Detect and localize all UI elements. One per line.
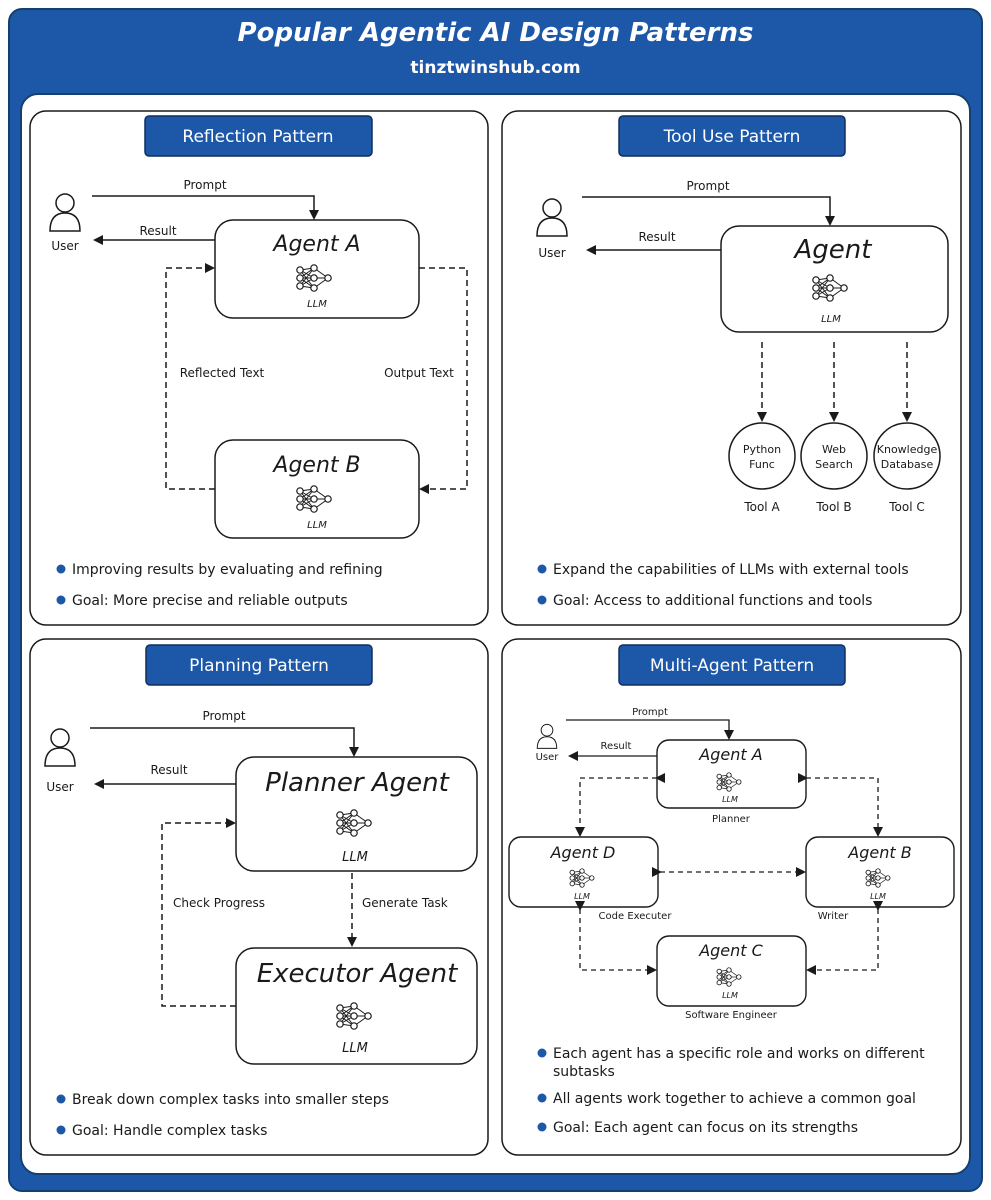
software-engineer-role-label: Software Engineer: [685, 1010, 778, 1021]
llm-label: LLM: [870, 892, 886, 901]
llm-label: LLM: [722, 795, 738, 804]
tool-b-label: Tool B: [815, 500, 851, 514]
prompt-arrow: [566, 719, 734, 740]
bullet-text: Improving results by evaluating and refi…: [72, 562, 383, 578]
multi-agent-panel: Multi-Agent Pattern User Prompt Result A…: [501, 638, 962, 1156]
bullet-dot: [537, 1122, 547, 1132]
agent-b-label: Agent B: [847, 843, 911, 862]
page-subtitle: tinztwinshub.com: [410, 58, 581, 78]
bullet-dot: [537, 595, 547, 605]
llm-label: LLM: [722, 991, 738, 1000]
llm-label: LLM: [342, 1041, 368, 1056]
bullet-dot: [537, 1048, 547, 1058]
result-label: Result: [150, 763, 187, 777]
bullet-text: Expand the capabilities of LLMs with ext…: [553, 562, 909, 578]
llm-label: LLM: [307, 520, 327, 531]
prompt-arrow: [90, 727, 359, 757]
generate-task-label: Generate Task: [362, 896, 448, 910]
bullet-dot: [537, 564, 547, 574]
bullet-dot: [56, 1094, 66, 1104]
planning-title: Planning Pattern: [189, 656, 329, 676]
tool-a-text: Python: [743, 443, 781, 456]
planning-panel: Planning Pattern User Prompt Result Plan…: [29, 638, 489, 1156]
agent-label: Agent: [793, 235, 873, 265]
llm-label: LLM: [574, 892, 590, 901]
tool-b-text: Web: [822, 443, 846, 456]
output-text-label: Output Text: [384, 366, 454, 380]
bullet-dot: [537, 1093, 547, 1103]
tool-a-label: Tool A: [743, 500, 780, 514]
check-progress-label: Check Progress: [173, 896, 265, 910]
tool-b-circle: [800, 422, 868, 490]
check-progress-arrow: [161, 818, 236, 1007]
bullet-dot: [56, 1125, 66, 1135]
bullet-text: Goal: Handle complex tasks: [72, 1123, 267, 1139]
bullet-dot: [56, 564, 66, 574]
bullet-text: subtasks: [553, 1064, 615, 1080]
agent-d-label: Agent D: [550, 843, 616, 862]
result-label: Result: [638, 230, 675, 244]
output-text-arrow: [419, 267, 468, 494]
b-c-connector: [806, 901, 883, 975]
reflection-title: Reflection Pattern: [182, 127, 333, 147]
agent-a-label: Agent A: [698, 745, 762, 764]
result-label: Result: [139, 224, 176, 238]
a-b-connector: [798, 773, 883, 837]
prompt-label: Prompt: [686, 179, 729, 193]
user-label: User: [46, 780, 73, 794]
tool-c-label: Tool C: [888, 500, 925, 514]
bullet-dot: [56, 595, 66, 605]
bullet-text: Goal: Access to additional functions and…: [553, 593, 872, 609]
tool-b-text: Search: [815, 458, 853, 471]
tool-a-circle: [728, 422, 796, 490]
a-d-connector: [575, 773, 665, 837]
agent-a-label: Agent A: [271, 232, 360, 257]
llm-label: LLM: [342, 850, 368, 865]
tool-c-text: Database: [881, 458, 934, 471]
writer-role-label: Writer: [818, 911, 849, 922]
tool-use-panel: Tool Use Pattern User Prompt Result Agen…: [501, 110, 962, 626]
bullet-text: Goal: Each agent can focus on its streng…: [553, 1120, 858, 1136]
prompt-label: Prompt: [202, 709, 245, 723]
label-bg: [168, 362, 288, 382]
agent-box: [720, 225, 949, 333]
llm-label: LLM: [821, 314, 841, 325]
reflection-panel: Reflection Pattern User Prompt Result Ag…: [29, 110, 489, 626]
multi-agent-title: Multi-Agent Pattern: [650, 656, 814, 676]
bullet-text: All agents work together to achieve a co…: [553, 1091, 916, 1107]
user-label: User: [536, 752, 560, 763]
executor-label: Executor Agent: [257, 959, 458, 989]
user-label: User: [538, 246, 565, 260]
bullet-text: Break down complex tasks into smaller st…: [72, 1092, 389, 1108]
page-title: Popular Agentic AI Design Patterns: [237, 18, 754, 48]
label-bg: [375, 362, 465, 382]
tool-c-circle: [873, 422, 941, 490]
code-executer-role-label: Code Executer: [599, 911, 673, 922]
bullet-text: Goal: More precise and reliable outputs: [72, 593, 348, 609]
user-label: User: [51, 239, 78, 253]
reflected-text-arrow: [165, 263, 215, 490]
planner-role-label: Planner: [712, 814, 751, 825]
prompt-label: Prompt: [632, 707, 668, 718]
d-c-connector: [575, 901, 657, 975]
tool-c-text: Knowledge: [877, 443, 938, 456]
tool-use-title: Tool Use Pattern: [663, 127, 801, 147]
agent-b-label: Agent B: [271, 453, 360, 478]
tool-a-text: Func: [749, 458, 775, 471]
label-bg: [166, 893, 274, 913]
planner-label: Planner Agent: [265, 768, 450, 798]
agent-c-label: Agent C: [698, 941, 763, 960]
llm-label: LLM: [307, 299, 327, 310]
reflected-text-label: Reflected Text: [180, 366, 265, 380]
result-label: Result: [601, 741, 632, 752]
prompt-arrow: [92, 195, 319, 220]
bullet-text: Each agent has a specific role and works…: [553, 1046, 925, 1062]
prompt-label: Prompt: [183, 178, 226, 192]
prompt-arrow: [582, 196, 835, 226]
